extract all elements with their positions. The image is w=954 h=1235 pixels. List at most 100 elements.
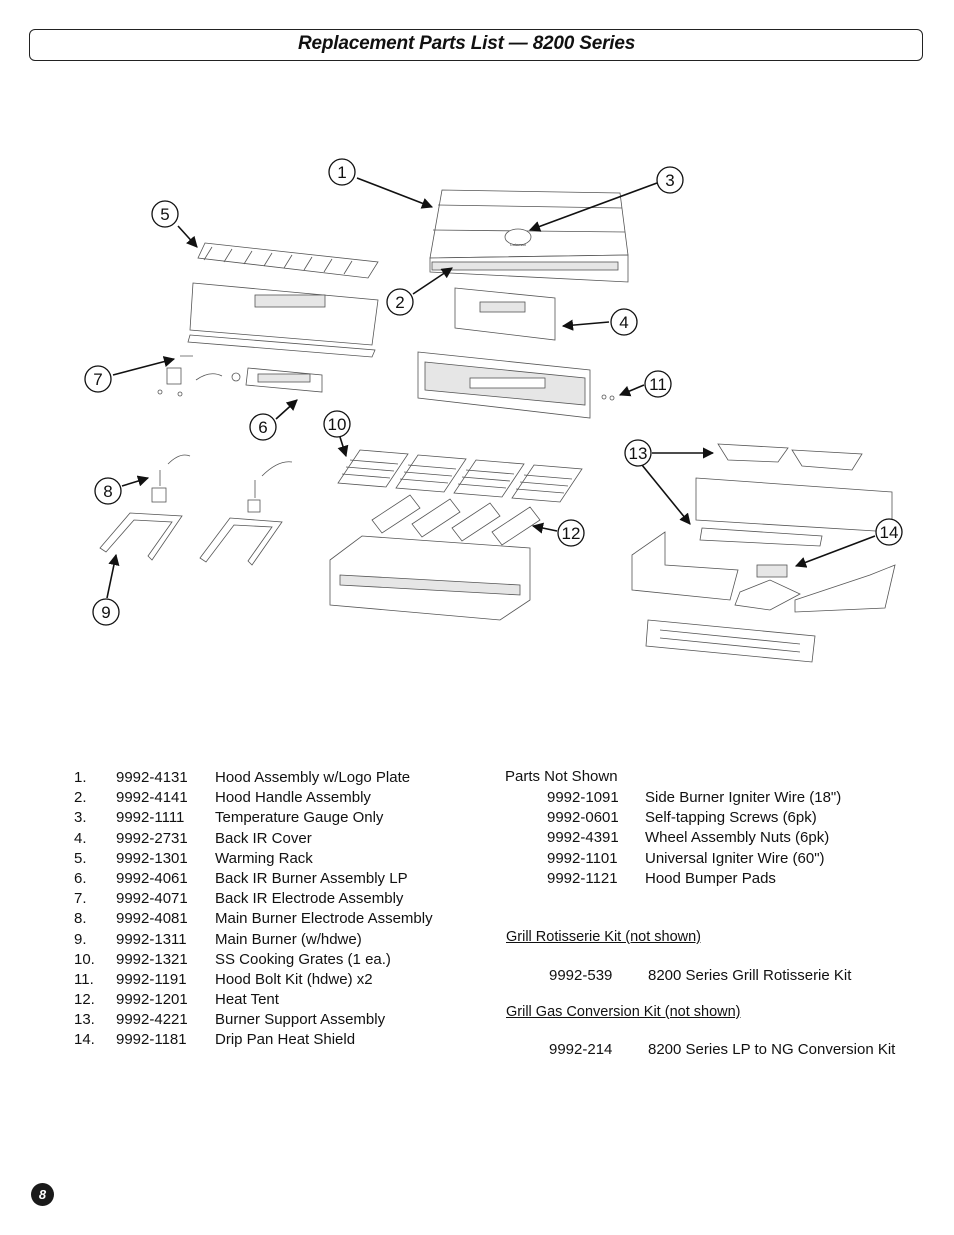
page-title: Replacement Parts List — 8200 Series bbox=[298, 33, 636, 54]
callout-13: 13 bbox=[624, 439, 652, 467]
callout-arrows bbox=[106, 177, 876, 599]
callout-6: 6 bbox=[249, 413, 277, 441]
part-number: 9992-1311 bbox=[116, 930, 187, 948]
list-item: 3. 9992-1111 Temperature Gauge Only bbox=[74, 808, 474, 828]
callout-1: 1 bbox=[328, 158, 356, 186]
part-number: 9992-4221 bbox=[116, 1011, 188, 1029]
part-description: Burner Support Assembly bbox=[215, 1011, 386, 1029]
item-number: 12. bbox=[74, 991, 95, 1009]
item-number: 2. bbox=[74, 789, 87, 807]
list-item: 13. 9992-4221 Burner Support Assembly bbox=[74, 1010, 474, 1030]
callout-11: 11 bbox=[644, 370, 672, 398]
part-description: Hood Assembly w/Logo Plate bbox=[215, 769, 411, 786]
list-item: 9992-4391 Wheel Assembly Nuts (6pk) bbox=[505, 828, 925, 848]
conversion-kit-heading: Grill Gas Conversion Kit (not shown) bbox=[506, 1004, 741, 1020]
part-description: Temperature Gauge Only bbox=[215, 809, 384, 827]
item-number: 3. bbox=[74, 809, 87, 827]
svg-text:10: 10 bbox=[328, 415, 347, 434]
part-description: Hood Bumper Pads bbox=[645, 869, 776, 887]
svg-text:8: 8 bbox=[103, 482, 112, 501]
svg-text:6: 6 bbox=[258, 418, 267, 437]
part-number: 9992-1321 bbox=[116, 950, 188, 968]
part-description: 8200 Series LP to NG Conversion Kit bbox=[648, 1041, 896, 1058]
page-number-badge: 8 bbox=[31, 1183, 54, 1206]
part-number: 9992-214 bbox=[549, 1041, 613, 1058]
item-number: 7. bbox=[74, 890, 87, 908]
part-description: Hood Handle Assembly bbox=[215, 789, 371, 807]
item-number: 11. bbox=[74, 970, 94, 988]
item-number: 6. bbox=[74, 869, 87, 887]
heat-tents-drawing bbox=[371, 494, 541, 546]
part-description: Main Burner Electrode Assembly bbox=[215, 910, 433, 928]
part-number: 9992-1121 bbox=[547, 869, 618, 887]
item-number: 10. bbox=[74, 950, 95, 968]
part-number: 9992-1101 bbox=[547, 849, 618, 867]
ir-burner-drawing bbox=[231, 367, 323, 393]
ir-electrode-drawing bbox=[157, 355, 223, 397]
svg-text:12: 12 bbox=[562, 524, 581, 543]
bottom-tray-drawing bbox=[329, 535, 531, 621]
part-description: Universal Igniter Wire (60") bbox=[645, 849, 825, 867]
part-description: Back IR Electrode Assembly bbox=[215, 890, 404, 908]
firebox-drawing bbox=[417, 351, 615, 419]
part-description: Hood Bolt Kit (hdwe) x2 bbox=[215, 970, 373, 988]
exploded-parts-diagram: Coleman bbox=[84, 158, 903, 663]
part-description: Warming Rack bbox=[215, 849, 313, 867]
list-item: 9992-1091 Side Burner Igniter Wire (18") bbox=[505, 788, 925, 808]
burners-drawing bbox=[99, 454, 293, 566]
svg-text:3: 3 bbox=[665, 171, 674, 190]
callout-8: 8 bbox=[94, 477, 122, 505]
svg-text:2: 2 bbox=[395, 293, 404, 312]
callout-7: 7 bbox=[84, 365, 112, 393]
part-description: Wheel Assembly Nuts (6pk) bbox=[645, 829, 830, 847]
list-item: 9992-1121 Hood Bumper Pads bbox=[505, 869, 925, 889]
item-number: 9. bbox=[74, 930, 87, 948]
svg-text:13: 13 bbox=[629, 444, 648, 463]
cooking-grates-drawing bbox=[337, 449, 583, 503]
svg-text:4: 4 bbox=[619, 313, 628, 332]
part-number: 9992-1181 bbox=[116, 1031, 187, 1049]
part-description: Back IR Burner Assembly LP bbox=[215, 869, 408, 887]
part-number: 9992-4071 bbox=[116, 890, 188, 908]
part-description: Side Burner Igniter Wire (18") bbox=[645, 789, 842, 806]
ir-cover-drawing bbox=[454, 287, 556, 341]
item-number: 14. bbox=[74, 1031, 95, 1049]
svg-text:5: 5 bbox=[160, 205, 169, 224]
warming-rack-drawing bbox=[197, 242, 379, 279]
item-number: 5. bbox=[74, 849, 87, 867]
callout-3: 3 bbox=[656, 166, 684, 194]
callout-9: 9 bbox=[92, 598, 120, 626]
part-number: 9992-1191 bbox=[116, 970, 187, 988]
part-number: 9992-1201 bbox=[116, 991, 188, 1009]
part-number: 9992-4391 bbox=[547, 829, 619, 847]
item-number: 1. bbox=[74, 769, 87, 786]
part-description: 8200 Series Grill Rotisserie Kit bbox=[648, 967, 852, 984]
item-number: 13. bbox=[74, 1011, 95, 1029]
part-number: 9992-1091 bbox=[547, 789, 619, 806]
part-number: 9992-0601 bbox=[547, 809, 619, 827]
part-description: Drip Pan Heat Shield bbox=[215, 1031, 356, 1049]
svg-text:9: 9 bbox=[101, 603, 110, 622]
part-number: 9992-4081 bbox=[116, 910, 188, 928]
part-number: 9992-4131 bbox=[116, 769, 188, 786]
hood-drawing: Coleman bbox=[429, 189, 629, 283]
list-item: 9992-1101 Universal Igniter Wire (60") bbox=[505, 849, 925, 869]
part-number: 9992-539 bbox=[549, 967, 613, 984]
callout-12: 12 bbox=[557, 519, 585, 547]
part-number: 9992-1111 bbox=[116, 809, 185, 827]
rotisserie-kit-heading: Grill Rotisserie Kit (not shown) bbox=[506, 929, 701, 945]
item-number: 8. bbox=[74, 910, 87, 928]
part-description: Heat Tent bbox=[215, 991, 279, 1009]
list-item: 1. 9992-4131 Hood Assembly w/Logo Plate bbox=[74, 768, 474, 788]
list-item: 9. 9992-1311 Main Burner (w/hdwe) bbox=[74, 930, 474, 950]
grease-tray-drawing bbox=[631, 531, 896, 613]
title-box: Replacement Parts List — 8200 Series bbox=[29, 29, 923, 61]
part-description: Main Burner (w/hdwe) bbox=[215, 930, 362, 948]
